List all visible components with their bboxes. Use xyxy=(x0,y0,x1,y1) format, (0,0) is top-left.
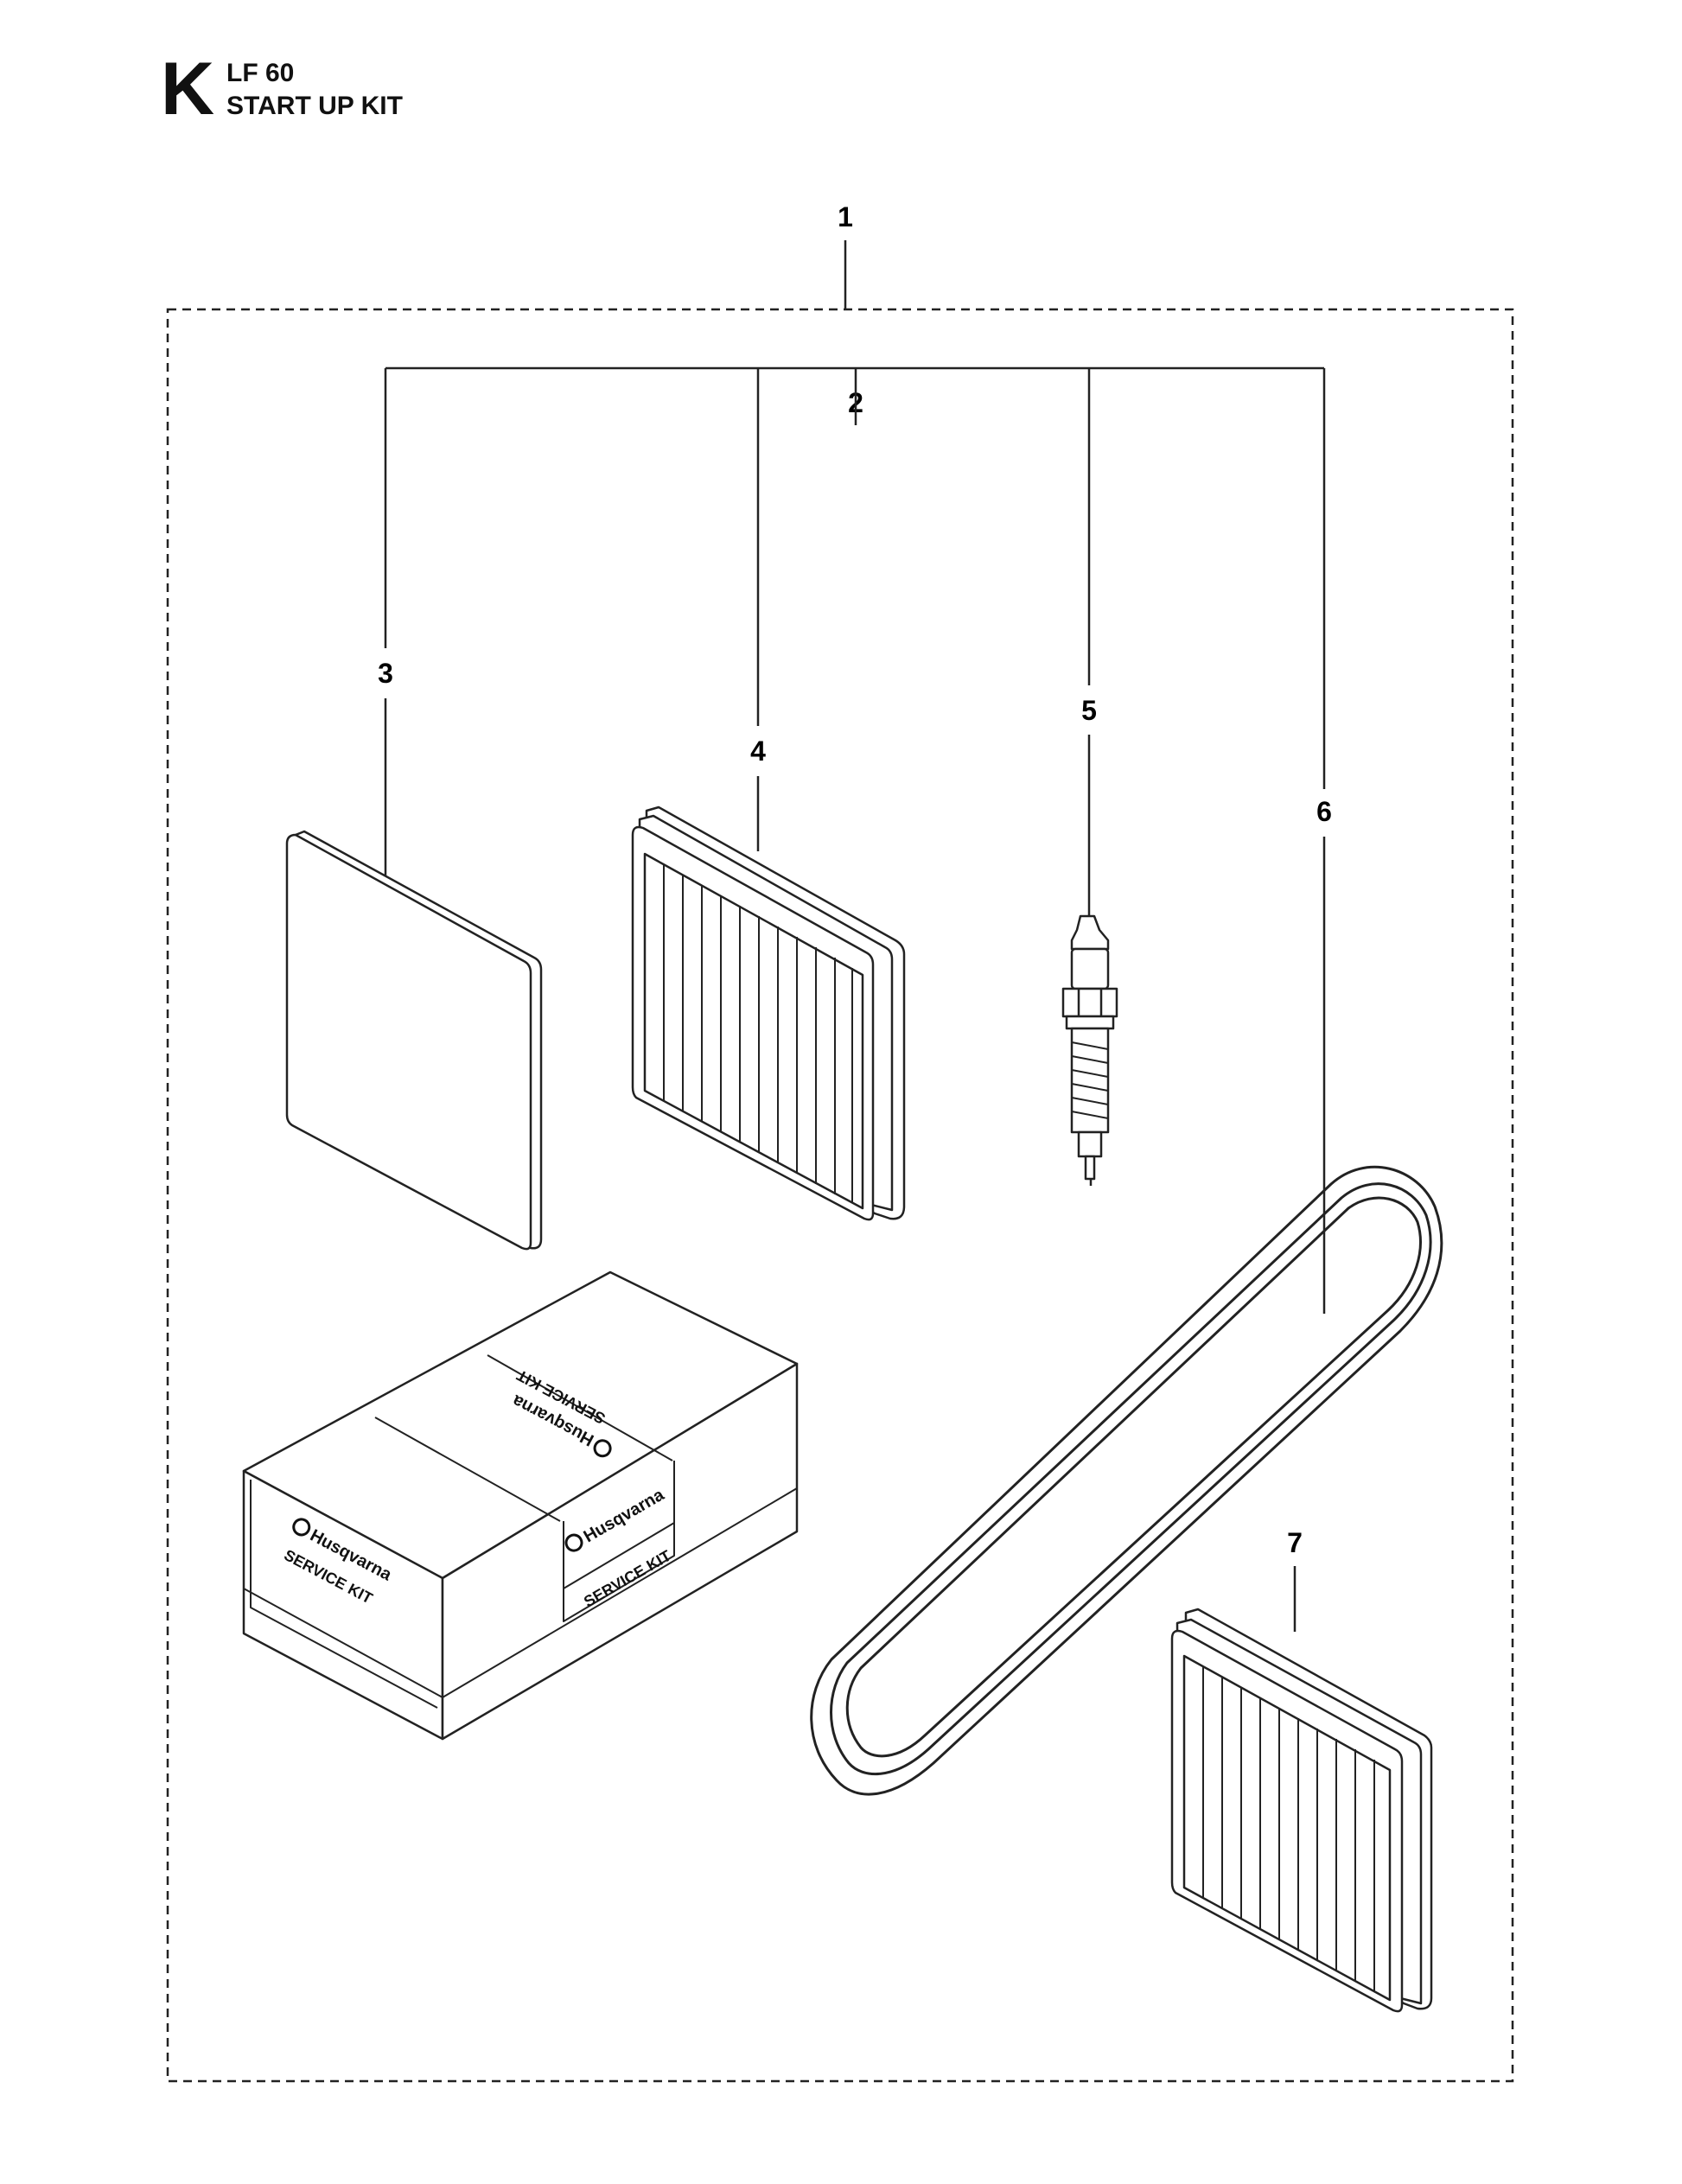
husqvarna-logo-icon-top xyxy=(564,1533,583,1552)
service-kit-box xyxy=(242,1270,799,1741)
husqvarna-logo-icon xyxy=(292,1518,311,1537)
leader-tree-2 xyxy=(384,366,1326,789)
callout-5: 5 xyxy=(1081,695,1097,726)
husqvarna-logo-icon-mirrored xyxy=(593,1439,612,1458)
callout-3: 3 xyxy=(378,658,393,689)
part-6-drive-belt xyxy=(810,1165,1443,1796)
model-name: LF 60 xyxy=(226,59,295,87)
callout-7: 7 xyxy=(1287,1527,1303,1558)
section-letter: K xyxy=(161,48,215,131)
page-title: START UP KIT xyxy=(226,92,403,120)
callout-1: 1 xyxy=(838,201,853,232)
callout-4: 4 xyxy=(750,735,766,767)
part-7-filter-element xyxy=(1170,1608,1433,2013)
part-3-prefilter-pad xyxy=(285,830,543,1251)
callout-6: 6 xyxy=(1316,796,1332,827)
part-5-spark-plug xyxy=(1061,914,1118,1186)
part-4-air-filter xyxy=(631,805,906,1221)
